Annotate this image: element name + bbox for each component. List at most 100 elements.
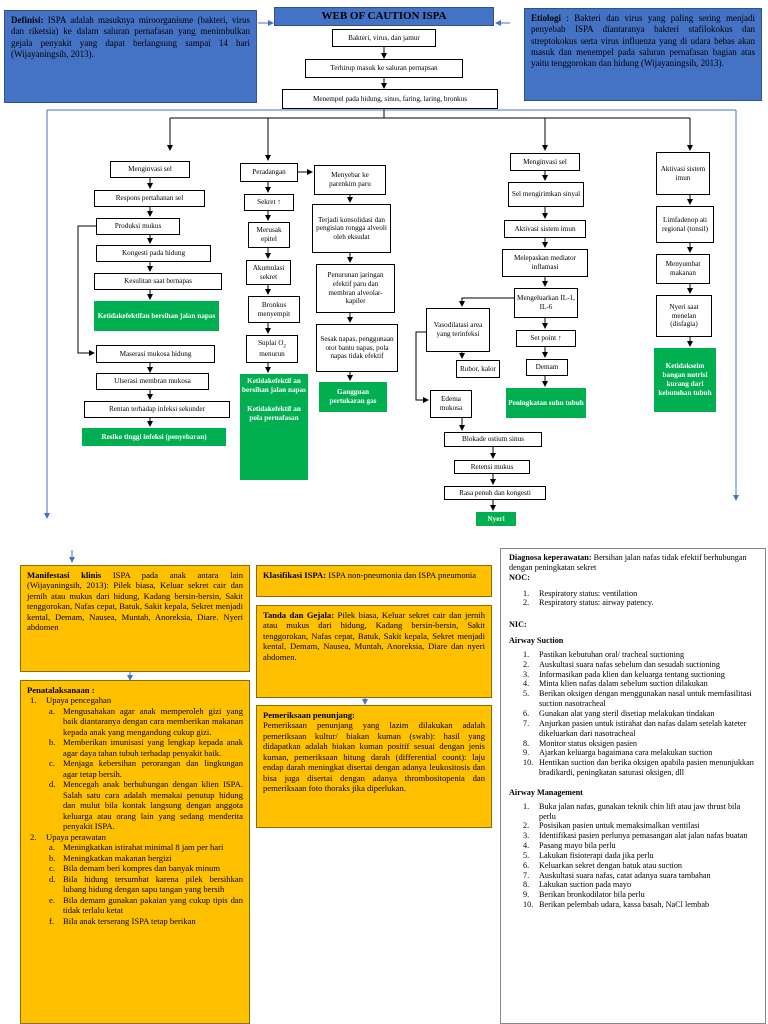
col4-vasodilation-box: Vasodilatasi area yang terinfeksi xyxy=(426,308,490,352)
col4-edema-box: Edema mukosa xyxy=(430,390,472,418)
col4-signal-box: Sel mengirimkan sinyal xyxy=(508,182,584,207)
prevention-list: a.Mengusahakan agar anak memperoleh gizi… xyxy=(49,706,243,832)
col4-invade-box: Menginvasi sel xyxy=(510,153,580,171)
col4-il-box: Mengeluarkan IL-1, IL-6 xyxy=(514,288,578,318)
list-item: 2.Posisikan pasien untuk memaksimalkan v… xyxy=(523,821,700,831)
classification-label: Klasifikasi ISPA: xyxy=(263,570,327,580)
classification-text: ISPA non-pneumonia dan ISPA pneumonia xyxy=(326,570,477,580)
list-item: d.Bila hidung tersumbat karena pilek ber… xyxy=(49,873,243,895)
col2-epithelium-box: Merusak epitel xyxy=(248,222,290,248)
list-item: d.Mencegah anak berhubungan dengan klien… xyxy=(49,779,243,832)
col2-o2-box: Suplai O2 menurun xyxy=(246,335,298,363)
nic-label: NIC: xyxy=(509,620,527,630)
col5-lymph-box: Limfadenop ati regional (tonsil) xyxy=(656,206,714,243)
col4-fever-box: Demam xyxy=(526,359,568,376)
col4-sinus-block-box: Blokade ostium sinus xyxy=(444,432,542,447)
list-item: 2.Auskultasi suara nafas sebelum dan ses… xyxy=(523,659,720,669)
col3-consolidation-box: Terjadi konsolidasi dan pengisian rongga… xyxy=(312,204,391,253)
nursing-panel: Diagnosa keperawatan: Bersihan jalan naf… xyxy=(500,548,766,1024)
col1-invade-box: Menginvasi sel xyxy=(110,161,190,178)
manifestation-text: ISPA pada anak antara lain (Wijayaningsi… xyxy=(27,570,243,633)
col2-o2-decrease: menurun xyxy=(259,350,285,359)
list-item: 6.Gunakan alat yang steril disetiap mela… xyxy=(523,708,715,718)
col5-blocks-food-box: Menyumbat makanan xyxy=(656,254,710,284)
list-item: 1.Pastikan kebutuhan oral/ tracheal suct… xyxy=(523,649,685,659)
up-arrow-icon: ↑ xyxy=(277,198,281,207)
col4-setpoint-label: Set point xyxy=(530,334,557,343)
list-item: 9.Berikan bronkodilator bila perlu xyxy=(523,890,645,900)
col3-diagnosis-gas-exchange: Gangguan pertukaran gas xyxy=(319,382,387,412)
list-item: 3.Identifikasi pasien perlunya pemasanga… xyxy=(523,831,748,841)
col4-immune-box: Aktivasi sistem imun xyxy=(504,220,586,238)
definition-label: Definisi: xyxy=(11,15,44,25)
col2-diagnosis-breathing: Ketidakefektif an pola pernafasan xyxy=(247,405,301,422)
list-item: c.Bila demam beri kompres dan banyak min… xyxy=(49,863,221,874)
list-item: 2.Upaya perawatan xyxy=(30,831,106,842)
definition-box: Definisi: ISPA adalah masuknya miroorgan… xyxy=(4,10,257,103)
col2-secretion-box: Sekret ↑ xyxy=(244,194,294,211)
col1-mucus-box: Produksi mukus xyxy=(96,218,180,235)
col1-diagnosis-infection-risk: Resiko tinggi infeksi (penyebaran) xyxy=(82,428,226,446)
col3-tissue-box: Penurunan jaringan efektif paru dan memb… xyxy=(316,264,395,313)
etiology-text: : Bakteri dan virus yang paling sering m… xyxy=(531,13,755,68)
col1-diagnosis-airway: Ketidakefektifan bersihan jalan napas xyxy=(94,301,219,331)
col2-accumulation-box: Akumulasi sekret xyxy=(246,260,291,285)
list-item: e.Bila demam gunakan pakaian yang cukup … xyxy=(49,894,243,916)
list-item: 7.Anjurkan pasien untuk istirahat dan na… xyxy=(523,718,747,738)
col1-maceration-box: Maserasi mukosa hidung xyxy=(96,345,215,363)
signs-text: Pilek biasa, Keluar sekret cair dan jern… xyxy=(263,610,485,662)
list-item: 4.Pasang mayo bila perlu xyxy=(523,841,616,851)
list-item: 3.Informasikan pada klien dan keluarga t… xyxy=(523,669,725,679)
list-item: 1.Upaya pencegahan xyxy=(30,695,112,706)
col4-diagnosis-temperature: Peningkatan suhu tubuh xyxy=(506,388,586,418)
col2-diagnosis-group: Ketidakefektif an bersihan jalan napas K… xyxy=(240,374,308,480)
supporting-exam-panel: Pemeriksaan penunjang: Pemeriksaan penun… xyxy=(256,705,492,828)
col4-congestion-box: Rasa penuh dan kongesti xyxy=(444,486,546,500)
list-item: 10.Berikan pelembab udara, kassa basah, … xyxy=(523,900,710,910)
list-item: c.Menjaga kebersihan perorangan dan ling… xyxy=(49,758,243,779)
list-item: 8.Monitor status oksigen pasien xyxy=(523,738,638,748)
list-item: 1.Respiratory status: ventilation xyxy=(523,588,638,598)
list-item: 8.Lakukan suction pada mayo xyxy=(523,880,632,890)
page-title: WEB OF CAUTION ISPA xyxy=(274,7,494,26)
col3-dyspnea-box: Sesak napas, penggunaan otot bantu napas… xyxy=(316,324,398,372)
list-item: 4.Minta klien nafas dalam sebelum suctio… xyxy=(523,679,708,689)
management-label: Penatalaksanaan : xyxy=(27,685,95,695)
etiology-label: Etiologi xyxy=(531,13,562,23)
col4-retention-box: Retensi mukus xyxy=(454,460,530,474)
col2-o2-label: Suplai O xyxy=(258,338,284,347)
col2-inflammation-box: Peradangan xyxy=(240,163,298,182)
care-list-header: 2.Upaya perawatan xyxy=(30,832,243,842)
manifestation-panel: Manifestasi klinis ISPA pada anak antara… xyxy=(20,565,250,672)
classification-panel: Klasifikasi ISPA: ISPA non-pneumonia dan… xyxy=(256,565,492,597)
cause-box: Bakteri, virus, dan jamur xyxy=(332,29,436,47)
list-item: 10.Hentikan suction dan berika oksigen a… xyxy=(523,758,754,778)
airway-suction-label: Airway Suction xyxy=(509,636,564,646)
etiology-box: Etiologi : Bakteri dan virus yang paling… xyxy=(524,8,762,101)
col1-ulceration-box: Ulserasi membran mukosa xyxy=(96,373,209,390)
col1-secondary-infection-box: Rentan terhadap infeksi sekunder xyxy=(84,401,230,418)
up-arrow-icon: ↑ xyxy=(557,334,562,343)
list-item: a.Mengusahakan agar anak memperoleh gizi… xyxy=(49,705,243,737)
col5-immune-box: Aktivasi sistem imun xyxy=(656,152,710,195)
col4-setpoint-box: Set point ↑ xyxy=(516,330,576,347)
noc-label: NOC: xyxy=(509,572,530,582)
col1-cell-response-box: Respons pertahanan sel xyxy=(94,190,205,207)
col3-spread-box: Menyebar ke parenkim paru xyxy=(314,165,386,195)
col2-diagnosis-airway: Ketidakefektif an bersihan jalan napas xyxy=(242,377,306,394)
inhaled-box: Terhirup masuk ke saluran pernapsan xyxy=(305,59,463,78)
col5-dysphagia-box: Nyeri saat menelan (disfagia) xyxy=(656,295,712,337)
supporting-exam-text: Pemeriksaan penunjang yang lazim dilakuk… xyxy=(263,720,485,794)
airway-management-list: 1.Buka jalan nafas, gunakan teknik chin … xyxy=(523,802,757,910)
definition-text: ISPA adalah masuknya miroorganisme (bakt… xyxy=(11,15,250,59)
attach-box: Menempel pada hidung, sinus, faring, lar… xyxy=(282,89,498,109)
col1-breathing-box: Kesulitan saat bernapas xyxy=(94,273,222,290)
col5-diagnosis-nutrition: Ketidakseim bangan nutrisi kurang dari k… xyxy=(654,348,716,412)
col2-o2-subscript: 2 xyxy=(283,344,286,350)
list-item: f.Bila anak terserang ISPA tetap berikan xyxy=(49,915,196,926)
diagnosis-text: Bersihan jalan nafas tidak efektif berhu… xyxy=(509,553,747,572)
diagnosis-statement: Diagnosa keperawatan: Bersihan jalan naf… xyxy=(509,553,757,573)
col4-mediator-box: Melepaskan mediator inflamasi xyxy=(502,249,588,277)
list-item: 2.Respiratory status: airway patency. xyxy=(523,598,654,608)
